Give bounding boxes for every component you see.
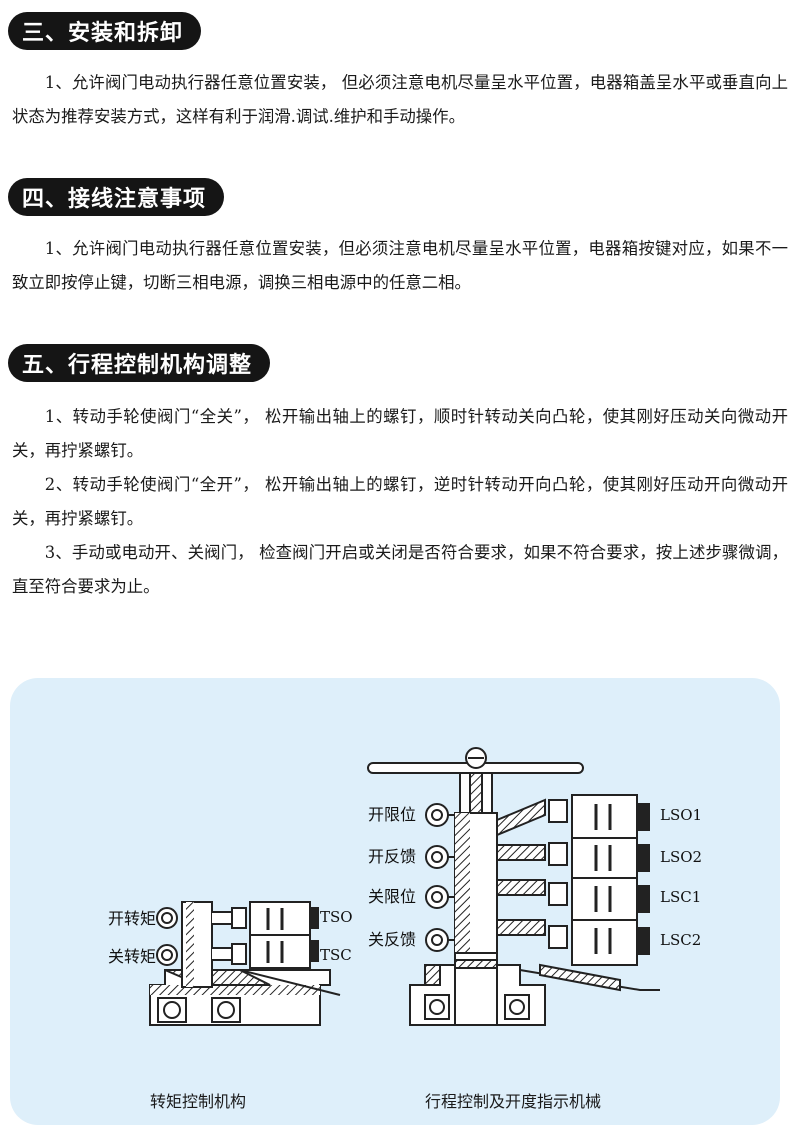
torque-caption: 转矩控制机构 xyxy=(150,1092,247,1111)
section-3-heading: 三、安装和拆卸 xyxy=(8,12,202,50)
section-3-paragraph-1: 1、允许阀门电动执行器任意位置安装， 但必须注意电机尽量呈水平位置，电器箱盖呈水… xyxy=(12,73,788,126)
section-4-heading: 四、接线注意事项 xyxy=(8,178,225,216)
section-4-paragraph-1: 1、允许阀门电动执行器任意位置安装，但必须注意电机尽量呈水平位置，电器箱按键对应… xyxy=(12,239,788,292)
section-5-paragraph-1: 1、转动手轮使阀门“全关”， 松开输出轴上的螺钉，顺时针转动关向凸轮，使其刚好压… xyxy=(12,407,788,460)
section-5-paragraph-3: 3、手动或电动开、关阀门， 检查阀门开启或关闭是否符合要求，如果不符合要求，按上… xyxy=(12,543,788,596)
section-5-paragraphs: 1、转动手轮使阀门“全关”， 松开输出轴上的螺钉，顺时针转动关向凸轮，使其刚好压… xyxy=(12,400,788,604)
section-5-paragraph-2: 2、转动手轮使阀门“全开”， 松开输出轴上的螺钉，逆时针转动开向凸轮，使其刚好压… xyxy=(12,475,788,528)
travel-caption: 行程控制及开度指示机械 xyxy=(425,1092,602,1111)
section-5-heading: 五、行程控制机构调整 xyxy=(8,344,271,382)
figure-panel xyxy=(10,678,780,1125)
